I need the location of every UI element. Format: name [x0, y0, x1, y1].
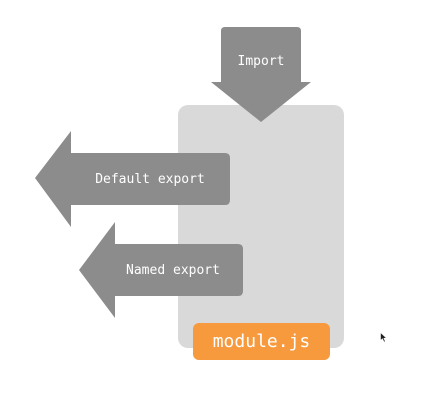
mouse-cursor-icon — [380, 332, 388, 343]
import-label: Import — [237, 53, 285, 69]
default-export-label: Default export — [95, 171, 205, 187]
module-filename-label: module.js — [193, 323, 330, 360]
named-export-label: Named export — [126, 262, 220, 278]
module-container — [178, 105, 344, 348]
